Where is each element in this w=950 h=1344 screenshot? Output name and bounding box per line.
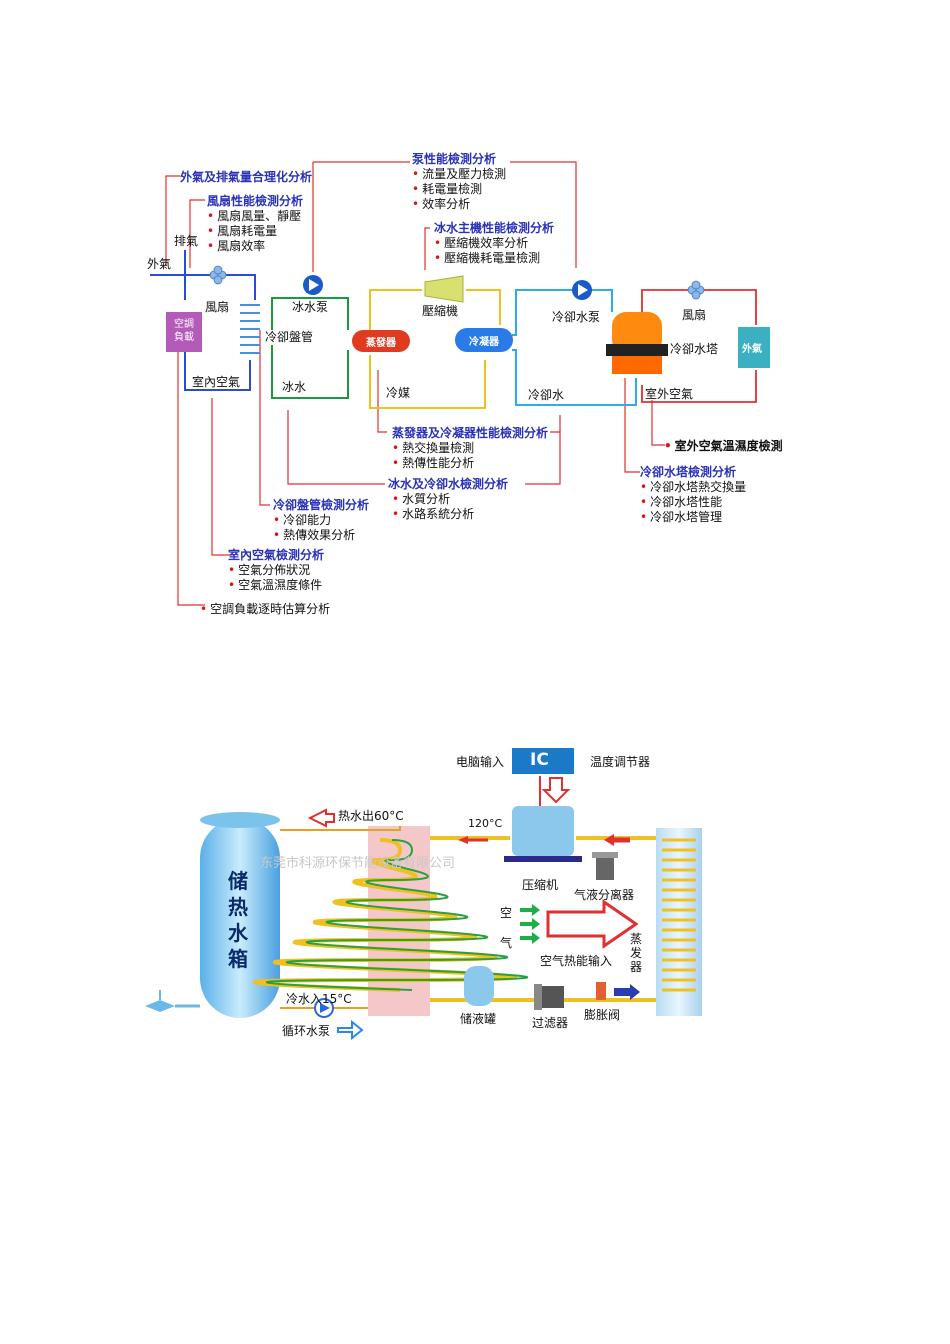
thermostat-label: 温度调节器 [590, 755, 651, 769]
condenser-vessel: 冷凝器 [455, 328, 513, 352]
ann-indoor-item: 空氣分佈狀況 [228, 563, 324, 578]
exp-valve-label: 膨胀阀 [584, 1008, 621, 1022]
cooling-tower-label: 冷卻水塔 [670, 342, 719, 356]
air-energy-label: 空气热能输入 [540, 954, 613, 968]
cold-water-in-label: 冷水入15°C [286, 992, 352, 1006]
tank-text: 储 热 水 箱 [228, 868, 248, 972]
ann-pump-item: 流量及壓力檢測 [412, 167, 506, 182]
ann-outdoor-hum-text: 室外空氣溫濕度檢測 [664, 439, 783, 453]
exhaust-label: 排氣 [174, 234, 199, 248]
evaporator-label: 蒸發器 [366, 337, 396, 349]
ann-pump-item: 效率分析 [412, 197, 506, 212]
ann-water-item: 水路系統分析 [392, 507, 508, 522]
hvac-lines [150, 161, 770, 606]
ann-evap-cond-item: 熱傳性能分析 [392, 456, 548, 471]
cooling-coil-label: 冷卻盤管 [265, 330, 314, 344]
ann-tower-item: 冷卻水塔熱交換量 [640, 480, 746, 495]
ann-tower: 冷卻水塔檢測分析 冷卻水塔熱交換量 冷卻水塔性能 冷卻水塔管理 [640, 465, 746, 525]
separator-label: 气液分离器 [574, 888, 635, 902]
ann-indoor-item: 空氣溫濕度條件 [228, 578, 324, 593]
ann-load-text: 空調負載逐時估算分析 [200, 602, 330, 616]
tank-char: 箱 [228, 947, 248, 971]
ann-pump-item: 耗電量檢測 [412, 182, 506, 197]
ann-coil-title: 冷卻盤管檢測分析 [273, 498, 370, 512]
ic-box-label: IC [530, 750, 549, 770]
chilled-pump-label: 冰水泵 [292, 300, 329, 314]
ann-chiller-item: 壓縮機效率分析 [434, 236, 554, 251]
refrigerant-label: 冷媒 [386, 386, 411, 400]
tank-char: 储 [228, 869, 248, 893]
ann-fan-item: 風扇耗電量 [207, 224, 303, 239]
evaporator-vessel: 蒸發器 [352, 330, 410, 352]
circ-pump-label: 循环水泵 [282, 1024, 331, 1038]
ann-load: 空調負載逐時估算分析 [200, 598, 330, 617]
watermark: 东莞市科源环保节能设备有限公司 [260, 856, 456, 871]
ann-water-item: 水質分析 [392, 492, 508, 507]
fan-left-label: 風扇 [205, 300, 230, 314]
ann-fan-item: 風扇風量、靜壓 [207, 209, 303, 224]
ann-chiller-title: 冰水主機性能檢測分析 [434, 221, 555, 235]
indoor-air-label: 室內空氣 [192, 375, 241, 389]
temp-120-label: 120°C [468, 817, 503, 830]
ann-indoor: 室內空氣檢測分析 空氣分佈狀況 空氣溫濕度條件 [228, 548, 324, 593]
ann-indoor-title: 室內空氣檢測分析 [228, 548, 325, 562]
pc-input-label: 电脑输入 [456, 755, 505, 769]
ann-coil-item: 熱傳效果分析 [273, 528, 369, 543]
evap-char: 蒸 [630, 932, 643, 946]
evap-char: 发 [630, 946, 643, 960]
ann-chiller: 冰水主機性能檢測分析 壓縮機效率分析 壓縮機耗電量檢測 [434, 221, 554, 266]
ann-air-exhaust: 外氣及排氣量合理化分析 [180, 170, 313, 184]
cooling-water-label: 冷卻水 [528, 388, 565, 402]
ac-load-label: 空調負載 [174, 319, 194, 343]
tank-char: 水 [228, 921, 248, 945]
ann-tower-item: 冷卻水塔管理 [640, 510, 746, 525]
ann-evap-cond-item: 熱交換量檢測 [392, 441, 548, 456]
chilled-water-label: 冰水 [282, 380, 307, 394]
evaporator-text: 蒸 发 器 [630, 932, 642, 974]
receiver-label: 储液罐 [460, 1012, 497, 1026]
ann-fan-title: 風扇性能檢測分析 [207, 194, 304, 208]
ann-pump-title: 泵性能檢測分析 [412, 152, 497, 166]
ann-evap-cond-title: 蒸發器及冷凝器性能檢測分析 [392, 426, 549, 440]
cooling-pump-label: 冷卻水泵 [552, 310, 601, 324]
ann-tower-title: 冷卻水塔檢測分析 [640, 465, 737, 479]
tank-char: 热 [228, 895, 248, 919]
ann-fan-item: 風扇效率 [207, 239, 303, 254]
ann-coil-item: 冷卻能力 [273, 513, 369, 528]
ann-chiller-item: 壓縮機耗電量檢測 [434, 251, 554, 266]
outside-air-label: 室外空氣 [645, 387, 694, 401]
ann-water: 冰水及冷卻水檢測分析 水質分析 水路系統分析 [388, 477, 508, 522]
ann-fan: 風扇性能檢測分析 風扇風量、靜壓 風扇耗電量 風扇效率 [207, 194, 303, 254]
ann-evap-cond: 蒸發器及冷凝器性能檢測分析 熱交換量檢測 熱傳性能分析 [392, 426, 548, 471]
compressor-label: 壓縮機 [422, 304, 459, 318]
ann-coil: 冷卻盤管檢測分析 冷卻能力 熱傳效果分析 [273, 498, 369, 543]
evap-char: 器 [630, 960, 643, 974]
fan-right-label: 風扇 [682, 308, 707, 322]
air-char-1: 空 [500, 906, 513, 920]
ann-water-title: 冰水及冷卻水檢測分析 [388, 477, 509, 491]
ann-tower-item: 冷卻水塔性能 [640, 495, 746, 510]
ann-pump: 泵性能檢測分析 流量及壓力檢測 耗電量檢測 效率分析 [412, 152, 506, 212]
ann-outdoor-hum: 室外空氣溫濕度檢測 [664, 439, 783, 454]
hot-water-out-label: 热水出60°C [338, 809, 404, 823]
outdoor-air-label: 外氣 [147, 257, 172, 271]
condenser-label: 冷凝器 [469, 336, 499, 348]
compressor-label-cn: 压缩机 [522, 878, 559, 892]
outdoor-air-right-label: 外氣 [742, 344, 762, 355]
filter-label: 过滤器 [532, 1016, 569, 1030]
air-char-2: 气 [500, 936, 513, 950]
